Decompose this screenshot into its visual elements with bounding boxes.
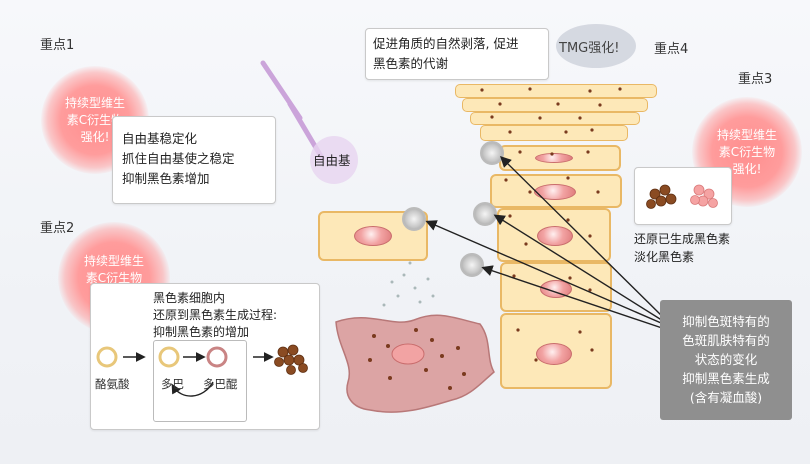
- free-radical-glow: [310, 136, 358, 184]
- skin-cell-5: [500, 313, 612, 389]
- arrow-to-tmg-3: [425, 220, 669, 327]
- tmg-molecule-icon: [480, 141, 504, 165]
- skin-cell-4: [500, 262, 612, 312]
- reduce-line-1: 还原已生成黑色素: [634, 232, 731, 246]
- gray-line-2: 色斑肌肤特有的: [682, 333, 770, 348]
- melanocyte-cell: [335, 314, 495, 413]
- tmg-label: TMG强化!: [559, 41, 620, 56]
- dopa-label: 多巴: [161, 377, 184, 391]
- dopa-icon: [158, 346, 180, 368]
- free-radical-box: 自由基稳定化 抓住自由基使之稳定 抑制黑色素增加: [112, 116, 276, 204]
- skin-cell-2: [490, 174, 622, 208]
- free-radical-line-3: 抑制黑色素增加: [122, 171, 210, 186]
- melanin-cluster-icon: [646, 184, 718, 209]
- nucleus: [534, 184, 576, 200]
- corneum-layer-1: [455, 84, 657, 98]
- gray-line-5: (含有凝血酸): [689, 390, 763, 405]
- tyrosine-label: 酪氨酸: [95, 377, 130, 391]
- free-radical-label: 自由基: [313, 153, 351, 168]
- lightning-bolt-icon: [260, 60, 325, 161]
- gray-line-4: 抑制黑色素生成: [682, 371, 770, 386]
- melanocyte-line-3: 抑制黑色素的增加: [153, 325, 250, 339]
- tranexamic-acid-box: 抑制色斑特有的 色斑肌肤特有的 状态的变化 抑制黑色素生成 (含有凝血酸): [660, 300, 792, 420]
- nucleus: [354, 226, 392, 246]
- reverse-arrow-icon: [171, 381, 214, 397]
- point-4-label: 重点4: [654, 42, 689, 57]
- point-3-label: 重点3: [738, 72, 773, 87]
- tmg-molecule-icon: [473, 202, 497, 226]
- keratin-box: 促进角质的自然剥落, 促进 黑色素的代谢: [365, 28, 549, 80]
- point-2-label: 重点2: [40, 221, 75, 236]
- nucleus: [540, 280, 572, 298]
- reduce-melanin-label: 还原已生成黑色素 淡化黑色素: [634, 230, 730, 266]
- corneum-layer-3: [470, 112, 640, 125]
- melanocyte-process-box: 黑色素细胞内 还原到黑色素生成过程: 抑制黑色素的增加 酪氨酸 多巴 多巴醌: [90, 283, 320, 430]
- corneum-layer-2: [462, 98, 648, 112]
- dopaquinone-label: 多巴醌: [203, 377, 238, 391]
- arrow-to-tmg-1: [500, 156, 669, 323]
- arrow-to-tmg-4: [481, 265, 669, 331]
- gray-line-3: 状态的变化: [694, 352, 758, 367]
- skin-cell-1: [499, 145, 621, 171]
- melanocyte-text: 黑色素细胞内 还原到黑色素生成过程: 抑制黑色素的增加: [153, 290, 277, 341]
- tyrosine-icon: [96, 346, 118, 368]
- pathway-svg: [96, 344, 308, 397]
- melanocyte-line-1: 黑色素细胞内: [153, 291, 226, 305]
- point-1-label: 重点1: [40, 38, 75, 53]
- melanin-particles: [382, 261, 435, 307]
- free-radical-line-2: 抓住自由基使之稳定: [122, 151, 235, 166]
- melanin-cluster-box: [634, 167, 732, 225]
- melanin-cluster-small-icon: [274, 344, 308, 375]
- free-radical-line-1: 自由基稳定化: [122, 131, 198, 146]
- tmg-molecule-icon: [460, 253, 484, 277]
- reduce-line-2: 淡化黑色素: [634, 250, 695, 264]
- tmg-molecule-icon: [402, 207, 426, 231]
- tmg-glow: [556, 24, 636, 68]
- dopaquinone-icon: [206, 346, 228, 368]
- arrow-to-tmg-2: [493, 214, 669, 325]
- melanocyte-line-2: 还原到黑色素生成过程:: [153, 308, 278, 322]
- nucleus: [536, 343, 572, 365]
- burst-1-text: 持续型维生素C衍生物强化!: [64, 95, 125, 144]
- nucleus: [535, 153, 573, 163]
- keratin-line-1: 促进角质的自然剥落, 促进: [373, 36, 519, 51]
- gray-line-1: 抑制色斑特有的: [682, 314, 770, 329]
- burst-3-text: 持续型维生素C衍生物强化!: [716, 127, 777, 176]
- keratin-line-2: 黑色素的代谢: [373, 56, 449, 71]
- melanin-dots: [480, 87, 622, 362]
- nucleus: [537, 226, 573, 246]
